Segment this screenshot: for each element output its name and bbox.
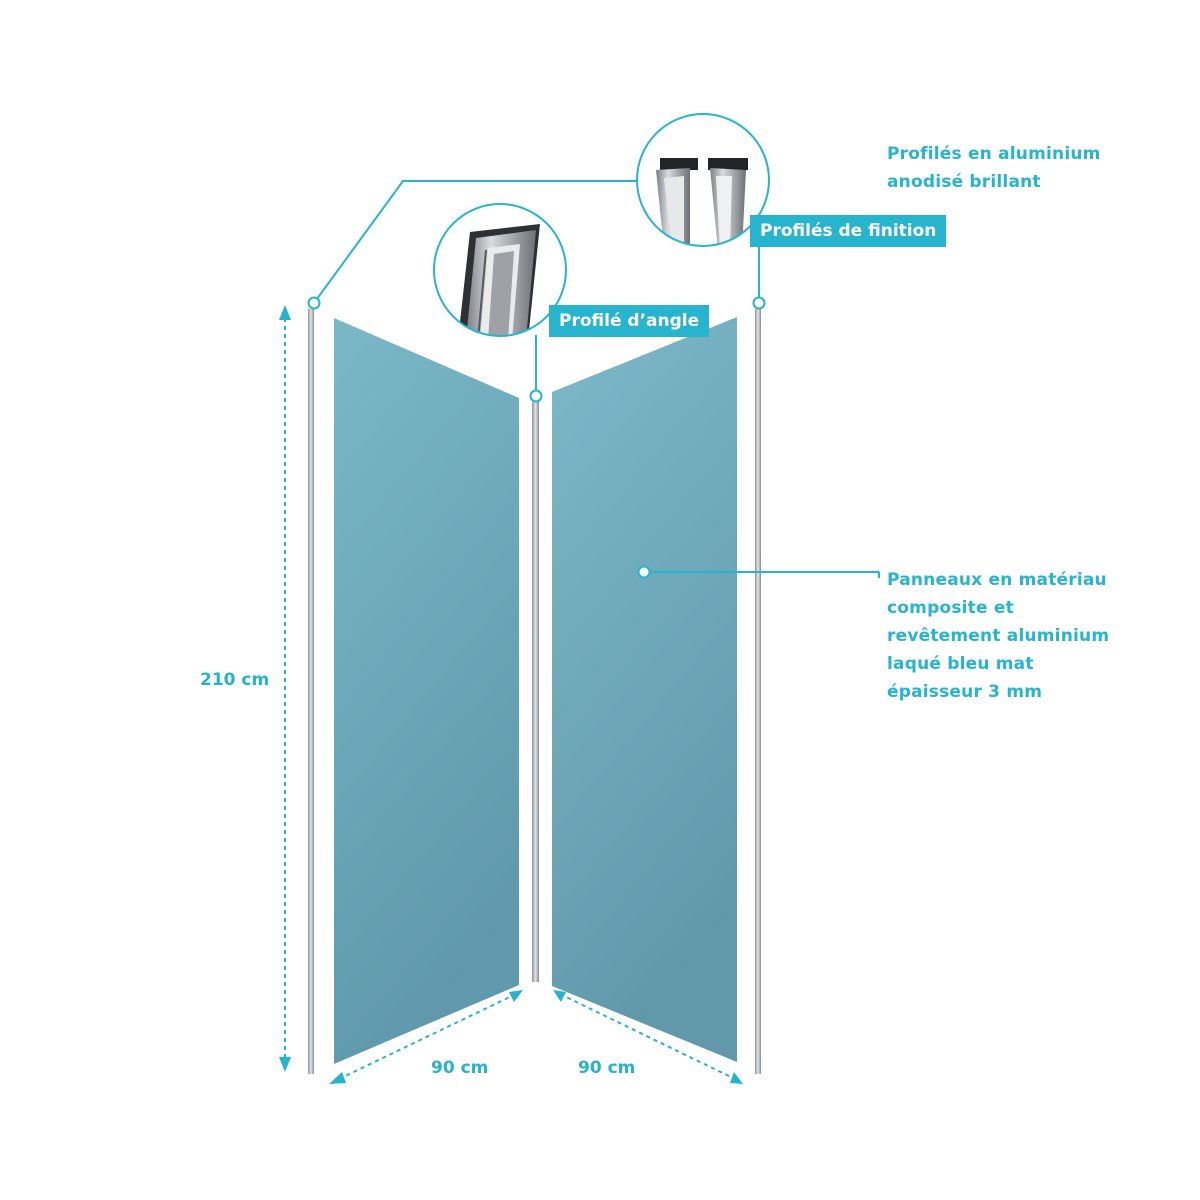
right-panel bbox=[552, 317, 737, 1062]
aluminium-note-line-1: Profilés en aluminium bbox=[887, 144, 1101, 164]
arrow-heads bbox=[279, 305, 743, 1084]
panel-note-line-4: laqué bleu mat bbox=[887, 654, 1034, 674]
aluminium-note-line-2: anodisé brillant bbox=[887, 172, 1041, 192]
right-width-dimension-label: 90 cm bbox=[578, 1058, 636, 1078]
panel-note-line-1: Panneaux en matériau bbox=[887, 570, 1107, 590]
aluminium-profiles-note: Profilés en aluminium anodisé brillant bbox=[887, 140, 1101, 196]
finishing-profiles-tag: Profilés de finition bbox=[750, 215, 947, 247]
corner-profile bbox=[532, 402, 539, 982]
left-width-dimension-label: 90 cm bbox=[431, 1058, 489, 1078]
corner-profile-detail bbox=[433, 203, 567, 337]
left-finishing-profile bbox=[308, 309, 314, 1074]
leader-lines bbox=[313, 180, 880, 578]
finishing-profile-detail bbox=[636, 113, 770, 247]
dimension-arrows bbox=[284, 318, 736, 1080]
height-dimension-label: 210 cm bbox=[200, 670, 270, 690]
panel-note-line-3: revêtement aluminium bbox=[887, 626, 1110, 646]
left-panel bbox=[334, 318, 519, 1064]
anchor-dots bbox=[307, 296, 766, 579]
right-finishing-profile bbox=[755, 309, 761, 1074]
panel-note-line-2: composite et bbox=[887, 598, 1014, 618]
panel-material-note: Panneaux en matériau composite et revête… bbox=[887, 566, 1109, 706]
panel-note-line-5: épaisseur 3 mm bbox=[887, 682, 1043, 702]
corner-profile-tag: Profilé d’angle bbox=[549, 305, 710, 337]
